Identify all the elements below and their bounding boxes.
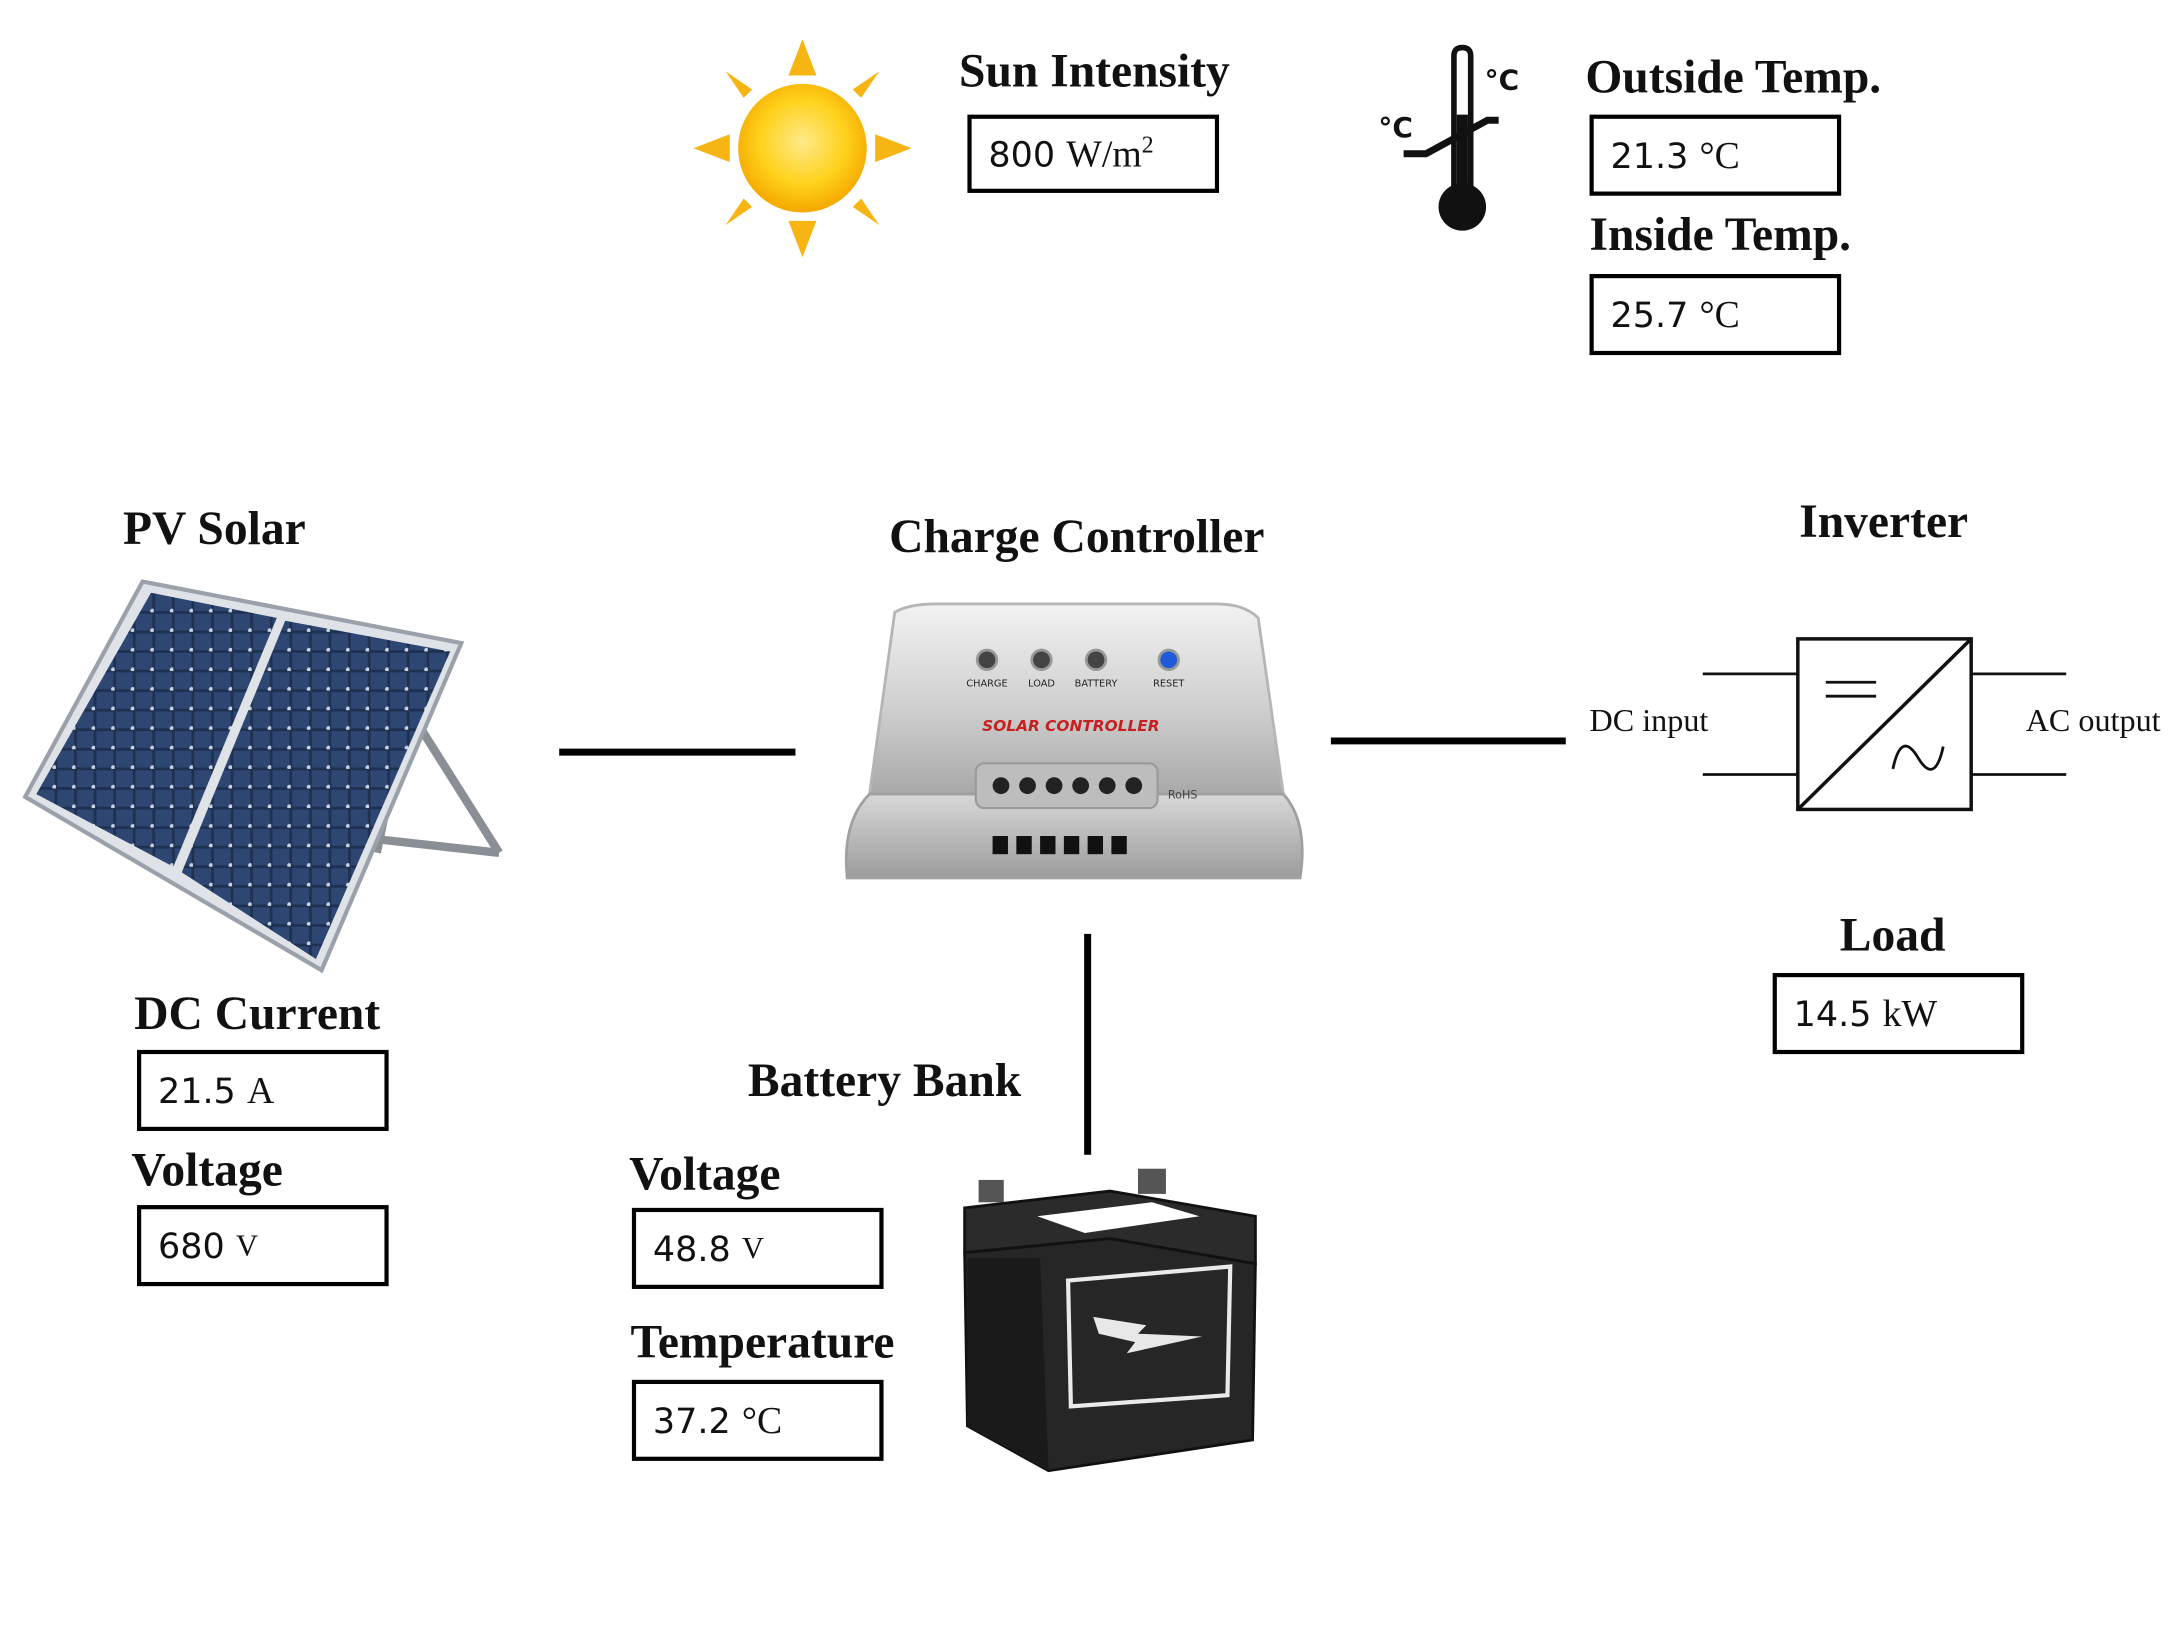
battery-voltage-display: 48.8 V bbox=[631, 1207, 884, 1289]
inverter-ac-output-label: AC output bbox=[2025, 703, 2161, 739]
battery-icon bbox=[963, 1168, 1257, 1473]
dc-current-value: 21.5 bbox=[157, 1070, 236, 1111]
battery-temperature-value: 37.2 bbox=[652, 1400, 731, 1441]
battery-bank-label: Battery Bank bbox=[747, 1055, 1022, 1108]
outside-temp-display: 21.3 °C bbox=[1589, 114, 1842, 196]
inside-temp-value: 25.7 bbox=[1610, 294, 1689, 335]
inverter-dc-input-label: DC input bbox=[1589, 703, 1709, 739]
indicator-reset: RESET bbox=[1153, 678, 1184, 689]
charge-controller-label: Charge Controller bbox=[889, 511, 1265, 564]
outside-temp-value: 21.3 bbox=[1610, 134, 1689, 176]
thermometer-mark-right: °C bbox=[1485, 63, 1520, 96]
inside-temp-label: Inside Temp. bbox=[1589, 209, 1852, 262]
sun-intensity-unit-text: W/m bbox=[1066, 132, 1142, 175]
inverter-label: Inverter bbox=[1799, 496, 1969, 549]
battery-voltage-label: Voltage bbox=[629, 1149, 781, 1201]
dc-current-label: DC Current bbox=[134, 988, 381, 1041]
load-unit: kW bbox=[1882, 991, 1938, 1034]
sun-intensity-display: 800 W/m2 bbox=[967, 114, 1220, 193]
indicator-charge: CHARGE bbox=[966, 678, 1007, 689]
inside-temp-display: 25.7 °C bbox=[1589, 274, 1842, 356]
load-display: 14.5 kW bbox=[1772, 973, 2025, 1055]
dc-current-unit: A bbox=[246, 1068, 275, 1111]
solar-panel-icon bbox=[22, 579, 503, 974]
load-label: Load bbox=[1839, 910, 1946, 962]
inverter-icon bbox=[1702, 637, 2067, 812]
pv-voltage-label: Voltage bbox=[131, 1144, 283, 1197]
controller-device-text: SOLAR CONTROLLER bbox=[982, 717, 1159, 735]
inside-temp-unit: °C bbox=[1699, 292, 1740, 335]
sun-intensity-unit-exponent: 2 bbox=[1141, 131, 1154, 158]
battery-temperature-display: 37.2 °C bbox=[631, 1379, 884, 1461]
battery-temperature-unit: °C bbox=[741, 1398, 783, 1441]
sun-intensity-value: 800 bbox=[988, 133, 1056, 175]
pv-solar-label: PV Solar bbox=[123, 503, 306, 556]
thermometer-mark-left: °C bbox=[1378, 111, 1413, 144]
controller-rohs-mark: RoHS bbox=[1168, 788, 1198, 801]
load-value: 14.5 bbox=[1793, 993, 1872, 1034]
dc-current-display: 21.5 A bbox=[137, 1049, 389, 1131]
indicator-battery: BATTERY bbox=[1075, 678, 1118, 689]
sun-intensity-label: Sun Intensity bbox=[959, 46, 1230, 98]
pv-voltage-display: 680 V bbox=[137, 1205, 389, 1287]
outside-temp-label: Outside Temp. bbox=[1585, 51, 1882, 104]
indicator-load: LOAD bbox=[1028, 678, 1055, 689]
battery-voltage-value: 48.8 bbox=[652, 1228, 731, 1269]
thermometer-icon: °C °C bbox=[1378, 44, 1520, 231]
battery-temperature-label: Temperature bbox=[630, 1316, 895, 1369]
pv-voltage-value: 680 bbox=[157, 1225, 225, 1266]
pv-voltage-unit: V bbox=[235, 1227, 259, 1263]
battery-voltage-unit: V bbox=[741, 1230, 765, 1266]
charge-controller-icon: CHARGE LOAD BATTERY RESET SOLAR CONTROLL… bbox=[844, 602, 1304, 880]
outside-temp-unit: °C bbox=[1699, 133, 1740, 176]
sun-icon bbox=[693, 39, 912, 258]
sun-intensity-unit: W/m2 bbox=[1066, 131, 1153, 176]
